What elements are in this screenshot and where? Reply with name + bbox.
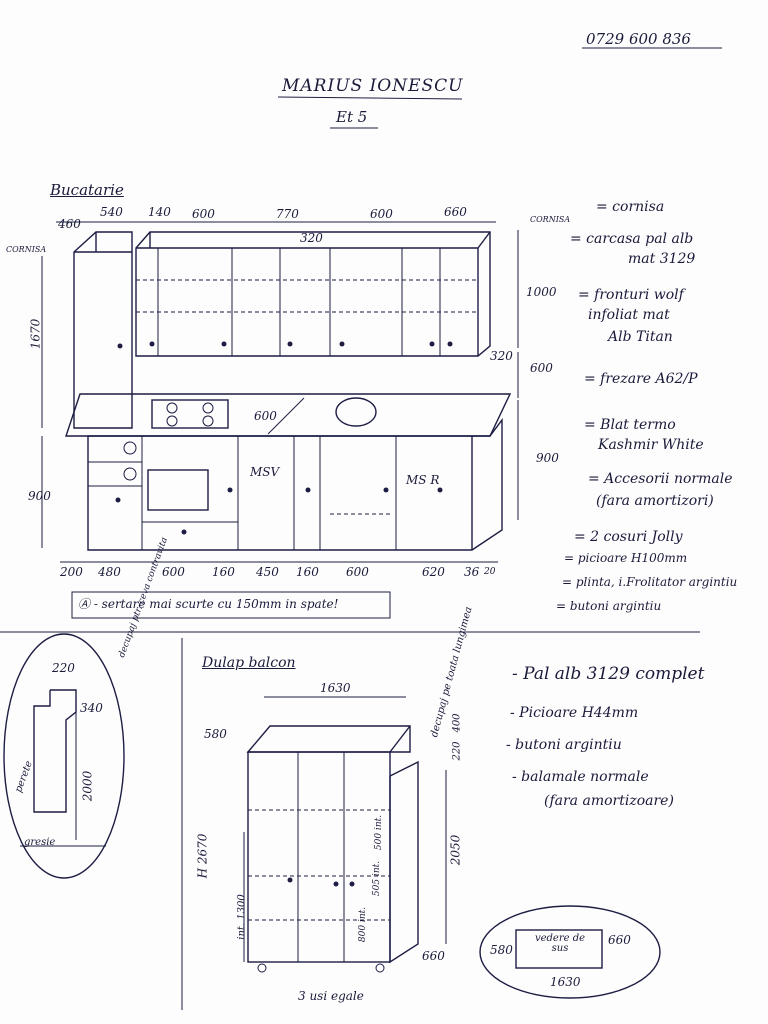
note-2: mat 3129 [628, 251, 696, 267]
detail-340: 340 [80, 701, 103, 715]
detail-floor: gresie [24, 837, 56, 848]
balcony-title: Dulap balcon [202, 655, 296, 671]
msv-label: MSV [250, 465, 280, 479]
tall-cabinet [73, 231, 133, 429]
balcony-right-height: 2050 [448, 834, 463, 866]
detail-ellipse [3, 633, 125, 879]
bdim-620: 620 [422, 565, 445, 579]
dim-660: 660 [444, 205, 467, 219]
detail-shape [20, 689, 106, 847]
balcony-note-2: - butoni argintiu [506, 737, 622, 753]
balcony-note-4: (fara amortizoare) [544, 793, 674, 809]
bdim-200: 200 [60, 565, 83, 579]
note-1: = carcasa pal alb [570, 231, 694, 247]
lower-height: 900 [536, 451, 559, 465]
note-14: = butoni argintiu [556, 599, 662, 613]
balcony-int500: 500 int. [374, 814, 385, 851]
dim-600b: 600 [370, 207, 393, 221]
bdim-20: 20 [484, 567, 496, 577]
bdim-480: 480 [98, 565, 121, 579]
note-9: = Accesorii normale [588, 471, 733, 487]
note-13: = plinta, i.Frolitator argintiu [562, 575, 738, 589]
bdim-450: 450 [256, 565, 279, 579]
balcony-400: 400 [451, 713, 463, 733]
balcony-cabinet [246, 725, 419, 973]
balcony-int800: 800 int. [358, 906, 369, 943]
note-3: = fronturi wolf [578, 287, 684, 303]
balcony-height: H 2670 [195, 833, 210, 879]
balcony-depth: 580 [204, 727, 227, 741]
upper-height: 1000 [526, 285, 557, 299]
phone-number: 0729 600 836 [586, 30, 691, 48]
bdim-600b: 600 [346, 565, 369, 579]
footnote: Ⓐ - sertare mai scurte cu 150mm in spate… [78, 597, 339, 611]
left-lower-900: 900 [28, 489, 51, 503]
topview-rect [515, 929, 603, 969]
note-4: infoliat mat [588, 307, 670, 323]
balcony-doors: 3 usi egale [298, 989, 364, 1003]
depth-320-top: 320 [300, 231, 323, 245]
balcony-220: 220 [451, 741, 463, 761]
balcony-int505: 505 int. [372, 860, 383, 897]
balcony-depth-bottom: 660 [422, 949, 445, 963]
note-10: (fara amortizori) [596, 493, 714, 509]
msr-label: MS R [406, 473, 440, 487]
topview-right: 660 [608, 933, 631, 947]
balcony-int1300: int. 1300 [236, 894, 248, 940]
dim-600a: 600 [192, 207, 215, 221]
balcony-width: 1630 [320, 681, 351, 695]
footnote-box [71, 591, 391, 619]
note-7: = Blat termo [584, 417, 676, 433]
dim-460: 460 [58, 217, 81, 231]
note-5: Alb Titan [608, 329, 673, 345]
bdim-36: 36 [464, 565, 480, 579]
kitchen-title: Bucatarie [50, 181, 124, 199]
bdim-160a: 160 [212, 565, 235, 579]
note-0: = cornisa [596, 199, 665, 215]
gap-600: 600 [530, 361, 553, 375]
upper-depth: 320 [490, 349, 513, 363]
cornisa-left: CORNISA [6, 245, 47, 254]
topview-bottom: 1630 [550, 975, 581, 989]
balcony-note-3: - balamale normale [512, 769, 649, 785]
bdim-160b: 160 [296, 565, 319, 579]
note-8: Kashmir White [598, 437, 704, 453]
name-underline [277, 96, 463, 100]
topview-ellipse [479, 905, 661, 999]
worktop-600: 600 [254, 409, 277, 423]
note-11: = 2 cosuri Jolly [574, 529, 683, 545]
note-6: = frezare A62/P [584, 371, 698, 387]
floor-label: Et 5 [336, 108, 368, 126]
dim-140: 140 [148, 205, 171, 219]
topview-left: 580 [490, 943, 513, 957]
topview-label: vedere de sus [534, 933, 586, 954]
balcony-note-0: - Pal alb 3129 complet [512, 664, 705, 684]
dim-770: 770 [276, 207, 299, 221]
balcony-note-1: - Picioare H44mm [510, 705, 639, 721]
bdim-600a: 600 [162, 565, 185, 579]
detail-2000: 2000 [80, 770, 95, 802]
note-12: = picioare H100mm [564, 551, 688, 565]
upper-cabinets [135, 231, 491, 357]
client-name: MARIUS IONESCU [282, 76, 464, 96]
detail-220: 220 [52, 661, 75, 675]
lower-cabinets [87, 417, 503, 551]
dim-540: 540 [100, 205, 123, 219]
cornisa-right: CORNISA [530, 215, 571, 224]
left-height: 1670 [28, 318, 43, 350]
